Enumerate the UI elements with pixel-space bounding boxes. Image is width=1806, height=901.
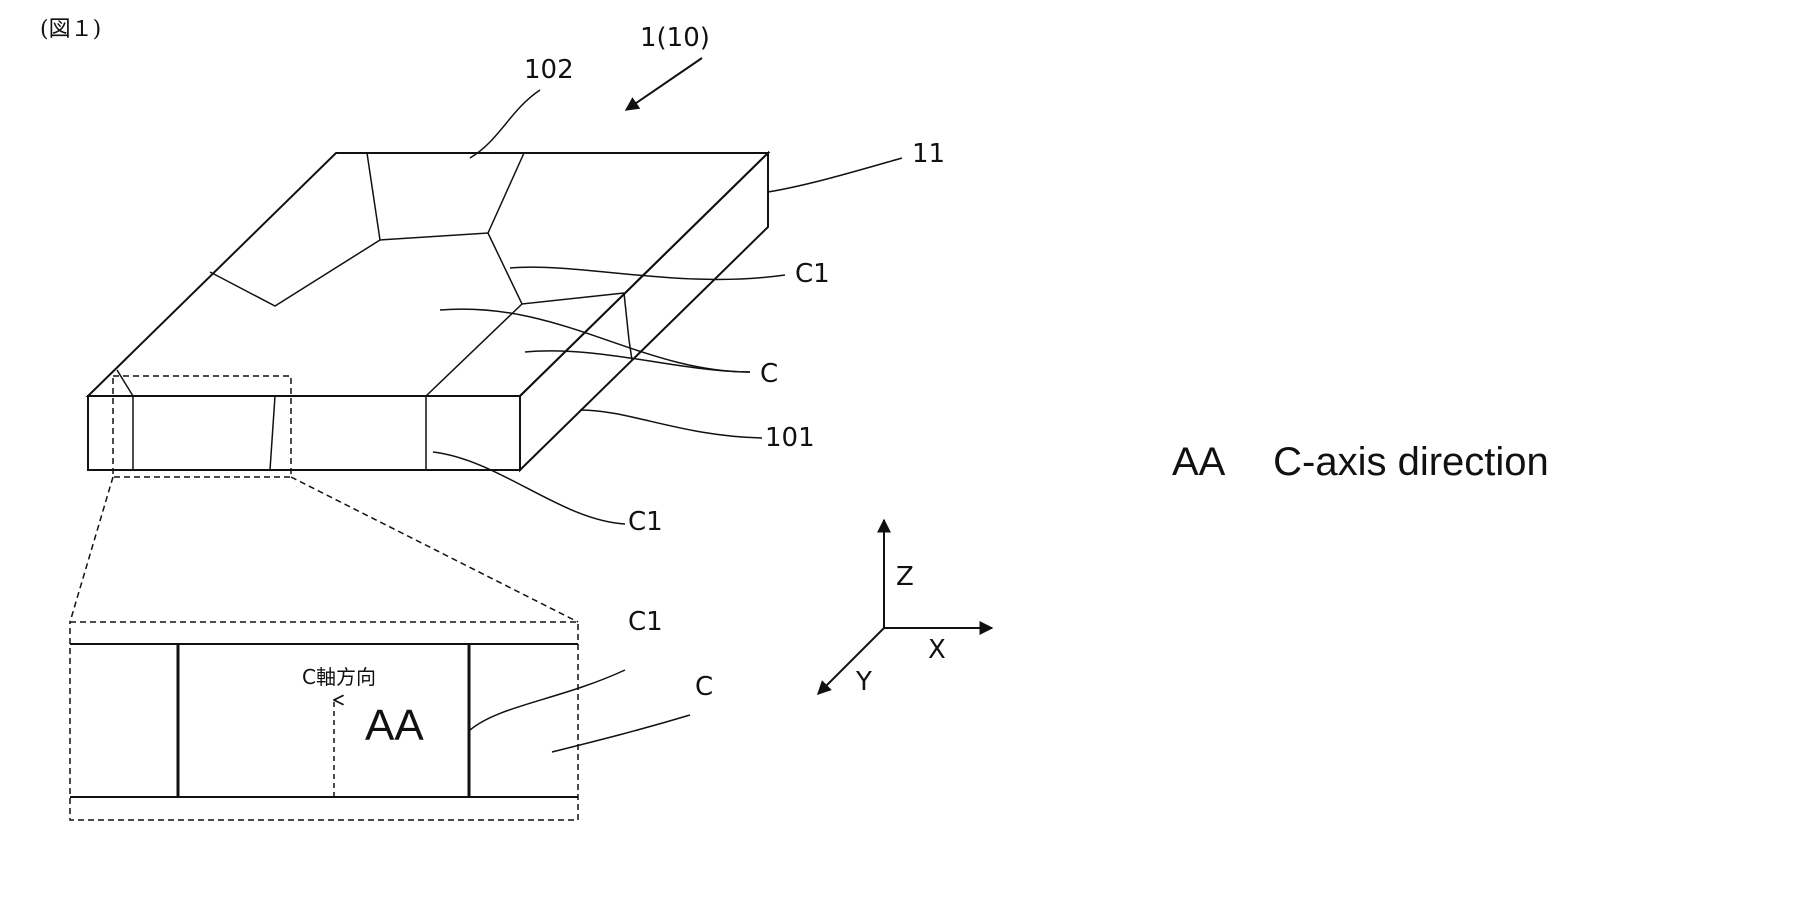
- front-face-outline: [88, 396, 520, 470]
- legend-code: AA: [1172, 440, 1262, 485]
- label-c1-detail: C1: [628, 607, 663, 637]
- z-axis-label: Z: [896, 562, 914, 592]
- grain-boundary-top-4: [426, 304, 522, 396]
- leader-c1-lower: [433, 452, 625, 524]
- legend: AA C-axis direction: [1172, 440, 1549, 485]
- label-101: 101: [765, 423, 815, 453]
- magnification-guide-right: [291, 477, 578, 622]
- leader-c1-upper: [510, 267, 785, 279]
- leader-102: [470, 90, 540, 158]
- leader-lines: [433, 90, 902, 524]
- coordinate-axes: [818, 520, 992, 694]
- leader-c-detail: [552, 715, 690, 752]
- detail-outer-dashed: [70, 622, 578, 820]
- grain-boundary-side: [624, 293, 632, 360]
- grain-boundary-top-1: [367, 153, 624, 304]
- detail-code: AA: [365, 701, 424, 750]
- leader-c1-detail: [470, 670, 625, 730]
- x-axis-label: X: [928, 635, 946, 665]
- c-axis-direction-label: C軸方向: [302, 665, 376, 689]
- magnification-guide-left: [70, 477, 113, 622]
- label-102: 102: [524, 55, 574, 85]
- legend-meaning: C-axis direction: [1273, 440, 1549, 484]
- grain-boundary-top-3: [210, 240, 380, 306]
- grain-boundary-top-2: [488, 153, 524, 233]
- grain-boundary-front-2: [270, 396, 275, 470]
- label-c1-upper: C1: [795, 259, 830, 289]
- label-11: 11: [912, 139, 945, 169]
- leader-101: [580, 410, 762, 438]
- detail-view: C軸方向 AA C1 C: [70, 607, 713, 820]
- y-axis-label: Y: [855, 667, 872, 697]
- side-face-outline: [520, 153, 768, 470]
- y-axis: [818, 628, 884, 694]
- magnification-region: [113, 376, 291, 477]
- grain-boundary-corner: [117, 370, 133, 396]
- figure-label: (図１): [40, 17, 101, 42]
- crystal-slab: [88, 153, 768, 470]
- main-reference-label: 1(10): [640, 23, 710, 53]
- leader-c-upper: [440, 309, 750, 372]
- label-c-detail: C: [695, 672, 713, 702]
- label-c1-lower: C1: [628, 507, 663, 537]
- label-c-upper: C: [760, 359, 778, 389]
- leader-11: [768, 158, 902, 192]
- main-reference-arrow: [626, 58, 702, 110]
